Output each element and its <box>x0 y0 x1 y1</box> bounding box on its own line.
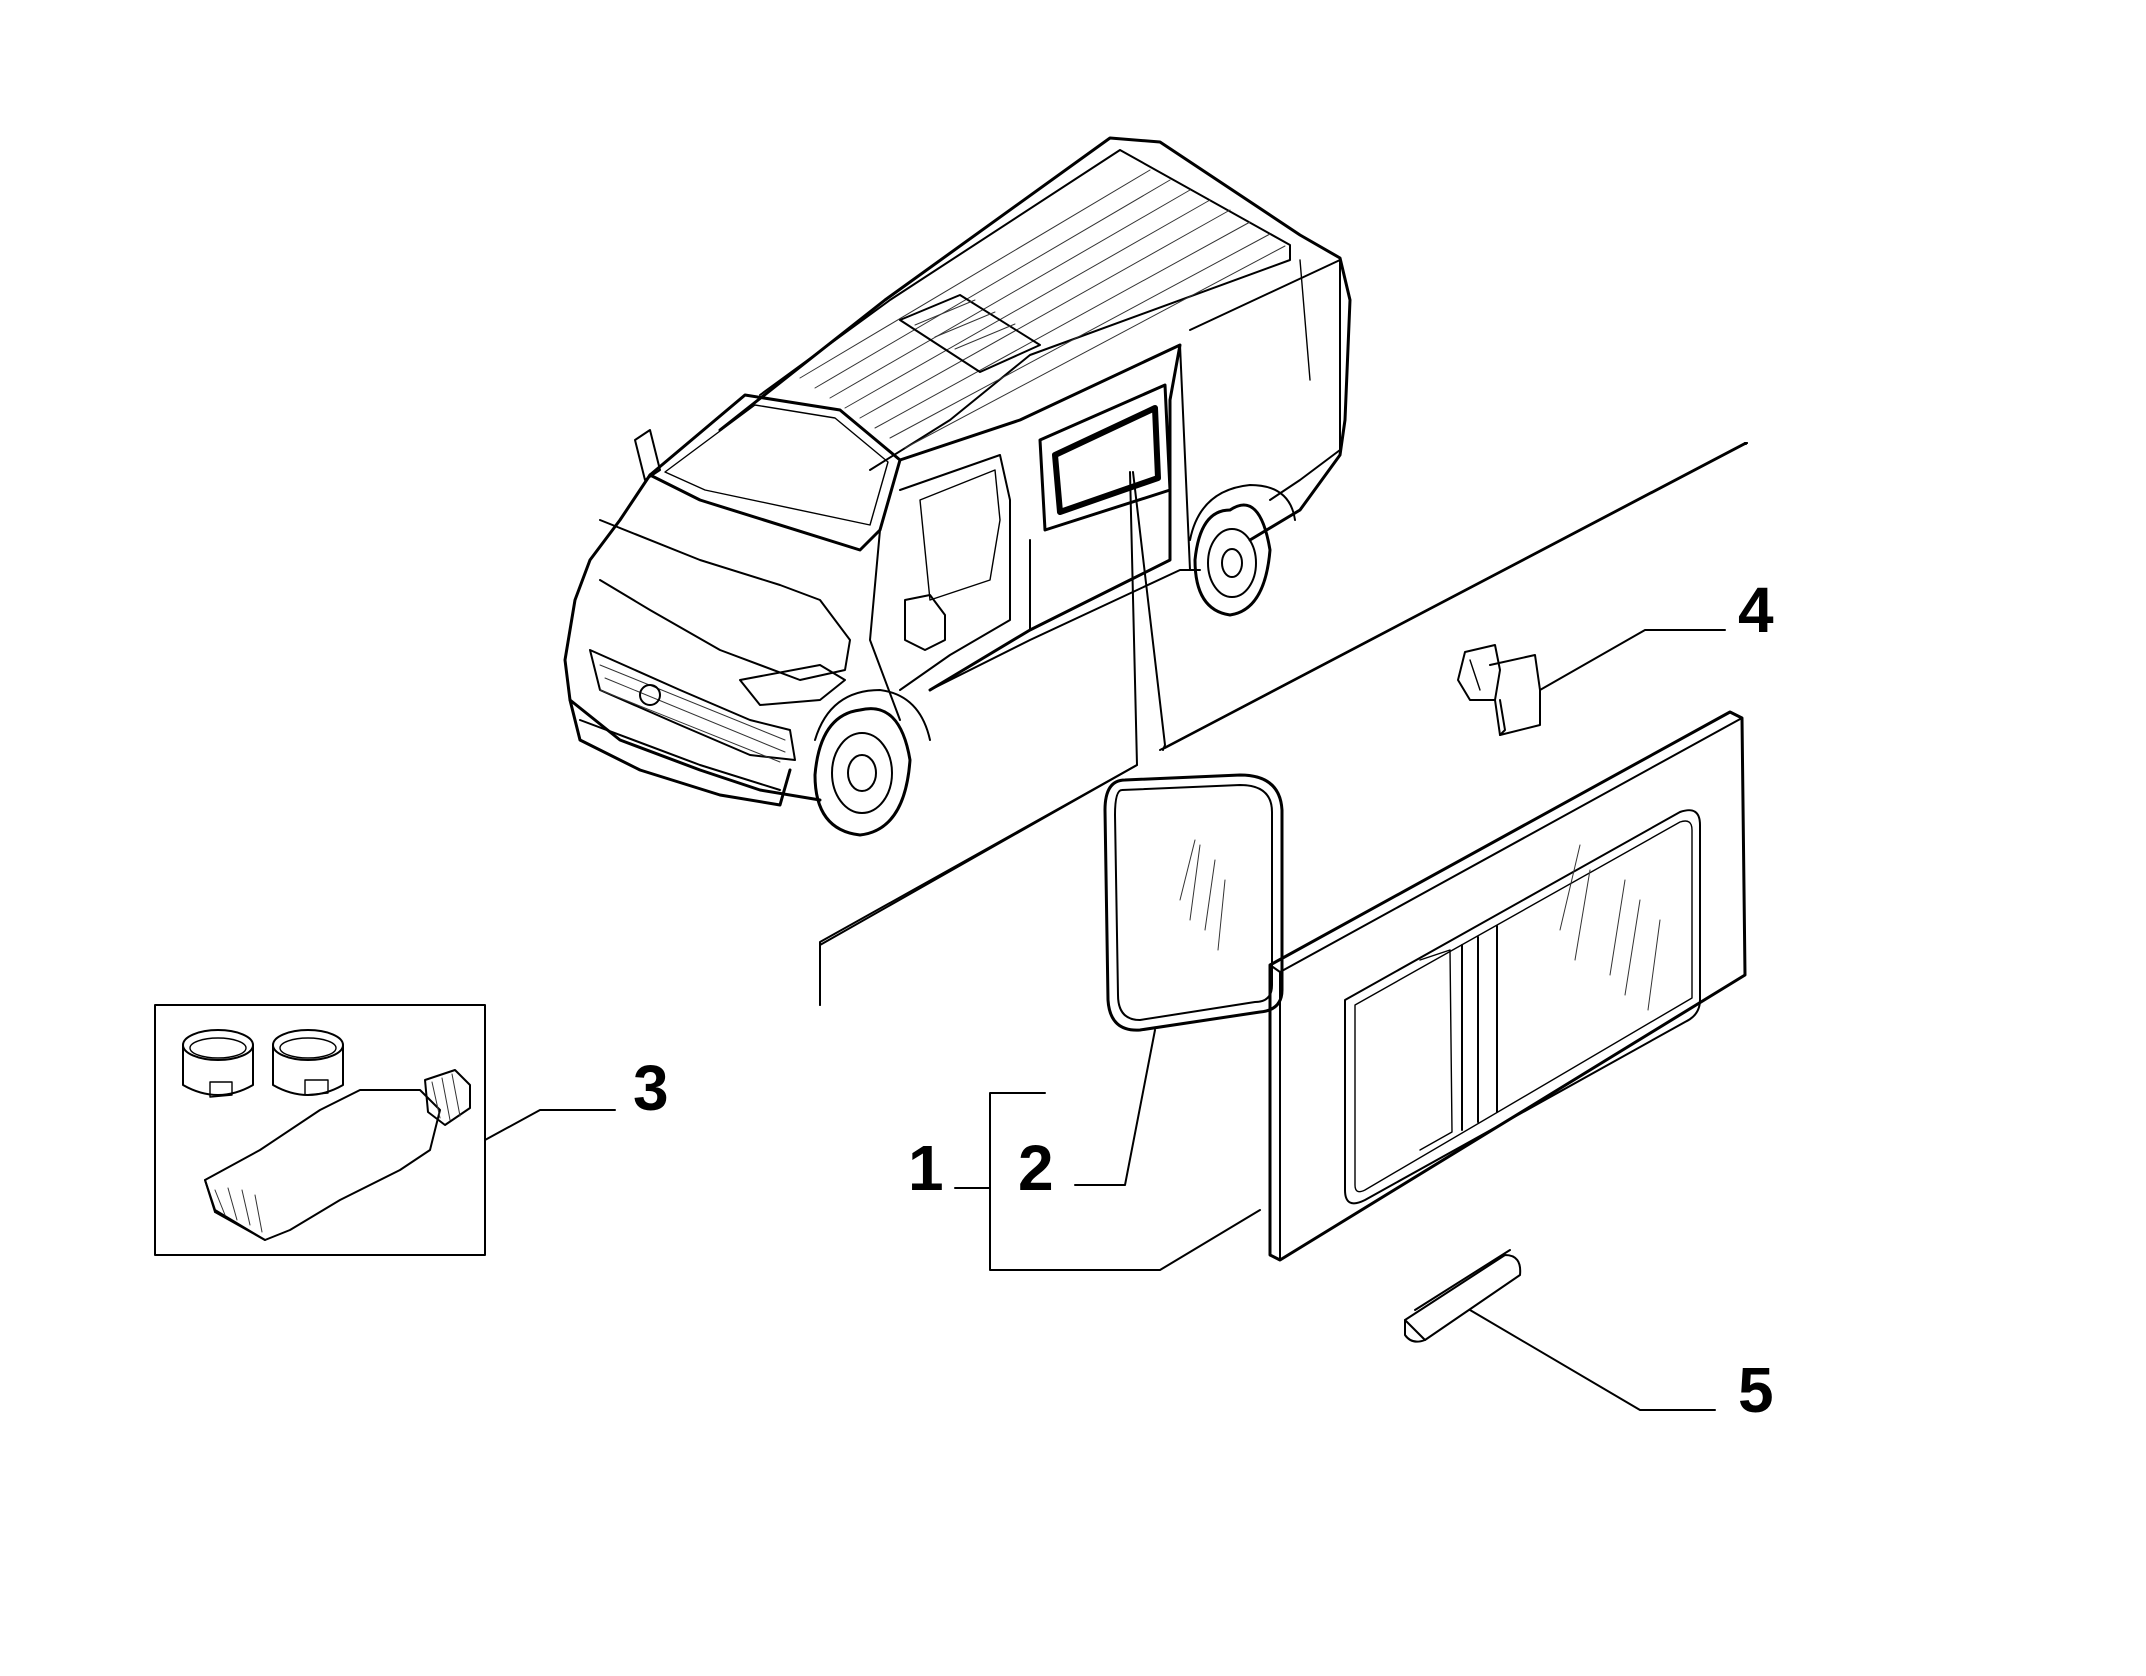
sliding-window-glass-icon <box>1268 710 1747 1262</box>
adhesive-kit-icon <box>154 1004 486 1256</box>
leader-2 <box>1074 1029 1156 1186</box>
clip-icon <box>1457 644 1541 736</box>
callout-4: 4 <box>1738 574 1774 646</box>
callout-1: 1 <box>908 1132 944 1204</box>
leader-1 <box>989 1092 1261 1271</box>
leader-4 <box>1539 629 1726 691</box>
callout-5: 5 <box>1738 1354 1774 1426</box>
small-window-glass-icon <box>1103 773 1284 1032</box>
callout-2: 2 <box>1018 1132 1054 1204</box>
leader-3 <box>484 1109 616 1141</box>
cap-icon <box>1404 1249 1522 1343</box>
van-illustration-icon <box>563 136 1352 837</box>
callout-3: 3 <box>633 1052 669 1124</box>
leader-5 <box>1469 1309 1716 1411</box>
bracket-lower <box>819 764 1138 1006</box>
